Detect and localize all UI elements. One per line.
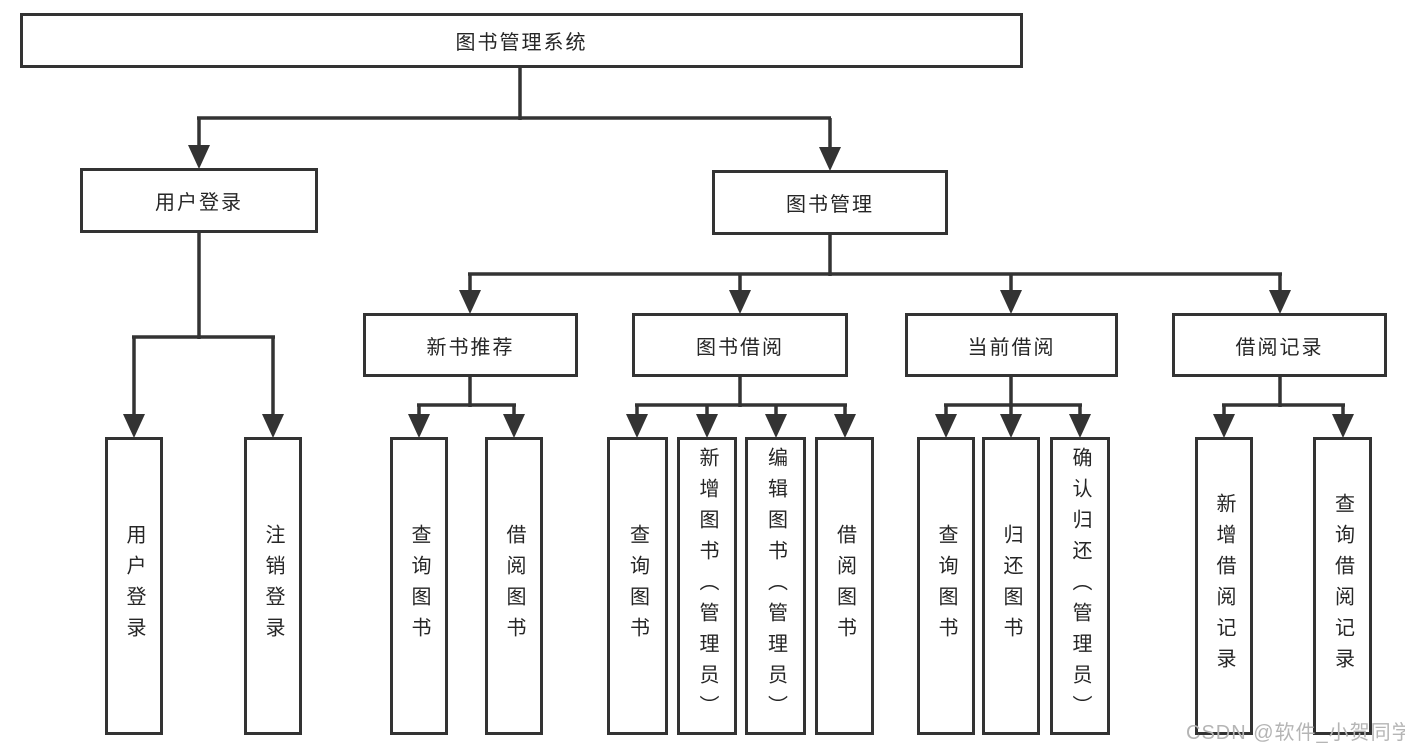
- leaf-label: 借阅图书: [833, 524, 856, 648]
- csdn-watermark: CSDN @软件_小贺同学: [1186, 722, 1405, 744]
- node-label: 图书管理: [786, 194, 874, 216]
- leaf-query-borrow-record: 查询借阅记录: [1313, 437, 1372, 735]
- connector-new-book-group: [408, 375, 525, 438]
- leaf-label: 注销登录: [262, 524, 284, 648]
- node-book-borrow: 图书借阅: [632, 313, 848, 377]
- leaf-label: 查询借阅记录: [1331, 493, 1354, 679]
- connector-book-management-group: [459, 234, 1291, 314]
- leaf-label: 归还图书: [1000, 524, 1022, 648]
- leaf-label: 用户登录: [123, 524, 145, 648]
- node-borrow-records: 借阅记录: [1172, 313, 1387, 377]
- leaf-label: 借阅图书: [503, 524, 525, 648]
- leaf-label: 查询图书: [935, 524, 957, 648]
- connector-borrow-records-group: [1213, 375, 1354, 438]
- leaf-query-books-recommend: 查询图书: [390, 437, 448, 735]
- leaf-return-books: 归还图书: [982, 437, 1040, 735]
- leaf-add-borrow-record: 新增借阅记录: [1195, 437, 1253, 735]
- node-current-borrow: 当前借阅: [905, 313, 1118, 377]
- connector-root-to-level2: [188, 66, 841, 171]
- leaf-edit-books-admin: 编辑图书（管理员）: [745, 437, 806, 735]
- node-label: 用户登录: [155, 192, 243, 214]
- leaf-query-books-current: 查询图书: [917, 437, 975, 735]
- node-label: 新书推荐: [426, 336, 515, 359]
- leaf-label: 查询图书: [626, 524, 649, 648]
- node-user-login: 用户登录: [80, 168, 318, 233]
- leaf-borrow-books: 借阅图书: [815, 437, 874, 735]
- leaf-query-books-borrow: 查询图书: [607, 437, 668, 735]
- leaf-confirm-return-admin: 确认归还（管理员）: [1050, 437, 1110, 735]
- leaf-label: 新增图书（管理员）: [696, 446, 718, 726]
- leaf-add-books-admin: 新增图书（管理员）: [677, 437, 737, 735]
- connector-current-borrow-group: [935, 375, 1091, 438]
- node-label: 当前借阅: [967, 336, 1056, 359]
- leaf-borrow-books-recommend: 借阅图书: [485, 437, 543, 735]
- leaf-logout: 注销登录: [244, 437, 302, 735]
- leaf-user-login: 用户登录: [105, 437, 163, 735]
- node-label: 借阅记录: [1235, 336, 1324, 359]
- node-book-management: 图书管理: [712, 170, 948, 235]
- node-library-management-system: 图书管理系统: [20, 13, 1023, 68]
- connector-user-login-group: [123, 232, 284, 438]
- leaf-label: 查询图书: [408, 524, 430, 648]
- leaf-label: 新增借阅记录: [1213, 493, 1235, 679]
- leaf-label: 编辑图书（管理员）: [764, 446, 787, 726]
- leaf-label: 确认归还（管理员）: [1069, 446, 1091, 726]
- node-label: 图书借阅: [696, 336, 784, 359]
- connector-book-borrow-group: [626, 375, 856, 438]
- node-new-book-recommend: 新书推荐: [363, 313, 578, 377]
- node-label: 图书管理系统: [455, 32, 588, 54]
